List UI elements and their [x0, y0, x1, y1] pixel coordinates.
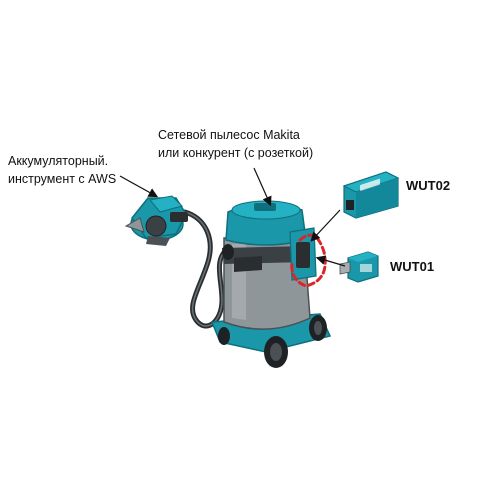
aws-tool-label: Аккумуляторный. инструмент с AWS [8, 152, 116, 188]
wut02-label: WUT02 [406, 178, 451, 193]
wut01-label: WUT01 [390, 259, 435, 274]
arrow-wut02 [310, 209, 341, 242]
aws-tool-label-line1: Аккумуляторный. [8, 154, 109, 168]
vacuum-label: Сетевой пылесос Makita или конкурент (с … [158, 126, 313, 162]
vacuum-label-line2: или конкурент (с розеткой) [158, 146, 314, 160]
aws-tool-label-line2: инструмент с AWS [8, 172, 117, 186]
arrow-to-vacuum [253, 167, 272, 207]
arrow-wut01 [315, 255, 346, 267]
wireless-unit-wut02-icon [342, 171, 400, 219]
vacuum-cleaner-icon [210, 200, 332, 368]
wireless-unit-wut01-icon [339, 251, 379, 283]
circular-saw-icon [124, 195, 188, 246]
vacuum-label-line1: Сетевой пылесос Makita [158, 128, 300, 142]
arrow-to-saw [119, 175, 159, 198]
